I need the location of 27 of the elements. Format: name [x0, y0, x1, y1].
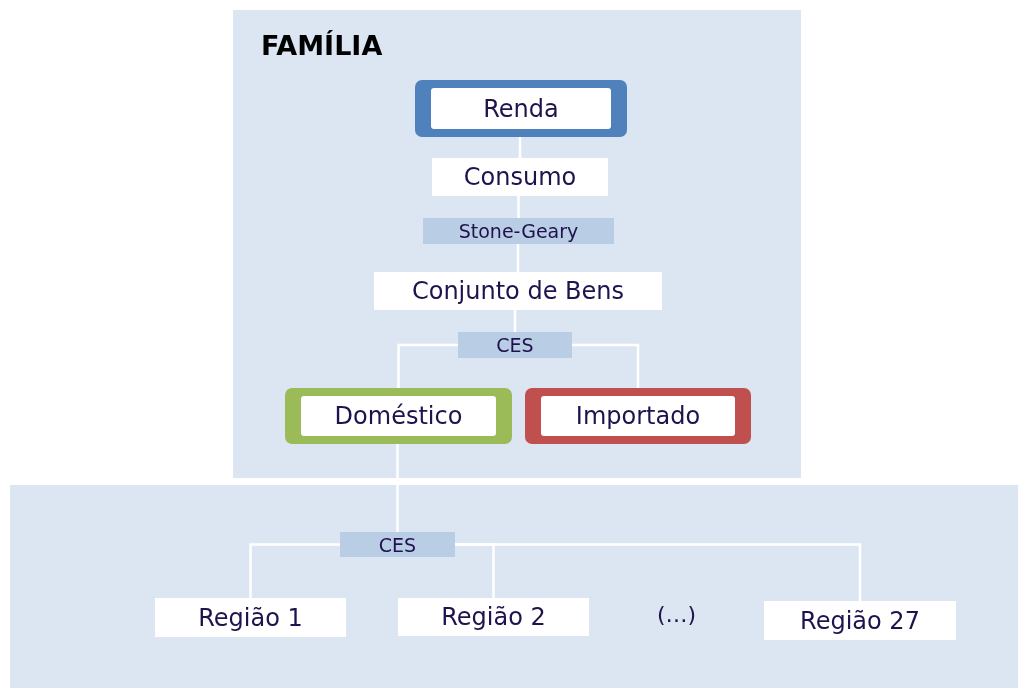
- text-box: Conjunto de Bens: [374, 272, 662, 310]
- method-tag: CES: [458, 332, 572, 358]
- text-box: Região 2: [398, 598, 589, 636]
- ellipsis-text: (…): [657, 602, 697, 627]
- text-box: Região 1: [155, 598, 346, 637]
- box-label: Renda: [431, 88, 611, 129]
- panel-title: FAMÍLIA: [261, 30, 383, 61]
- connector-line: [396, 444, 399, 532]
- group-panel: [233, 10, 801, 478]
- empty-panel: [10, 485, 1018, 688]
- text-box: Consumo: [432, 158, 608, 196]
- connector-line: [513, 310, 517, 332]
- category-box: [285, 388, 512, 444]
- connector-line: [572, 343, 640, 388]
- category-box: [415, 80, 627, 137]
- category-box: [525, 388, 751, 444]
- connector-line: [249, 543, 340, 598]
- connector-line: [397, 343, 458, 388]
- connector-line: [516, 244, 520, 272]
- box-label: Doméstico: [301, 396, 496, 436]
- connector-line: [455, 543, 862, 601]
- method-tag: Stone-Geary: [423, 218, 614, 244]
- box-label: Importado: [541, 396, 735, 436]
- text-box: Região 27: [764, 601, 956, 640]
- connector-line: [517, 196, 520, 218]
- method-tag: CES: [340, 532, 455, 557]
- connector-line: [518, 137, 522, 158]
